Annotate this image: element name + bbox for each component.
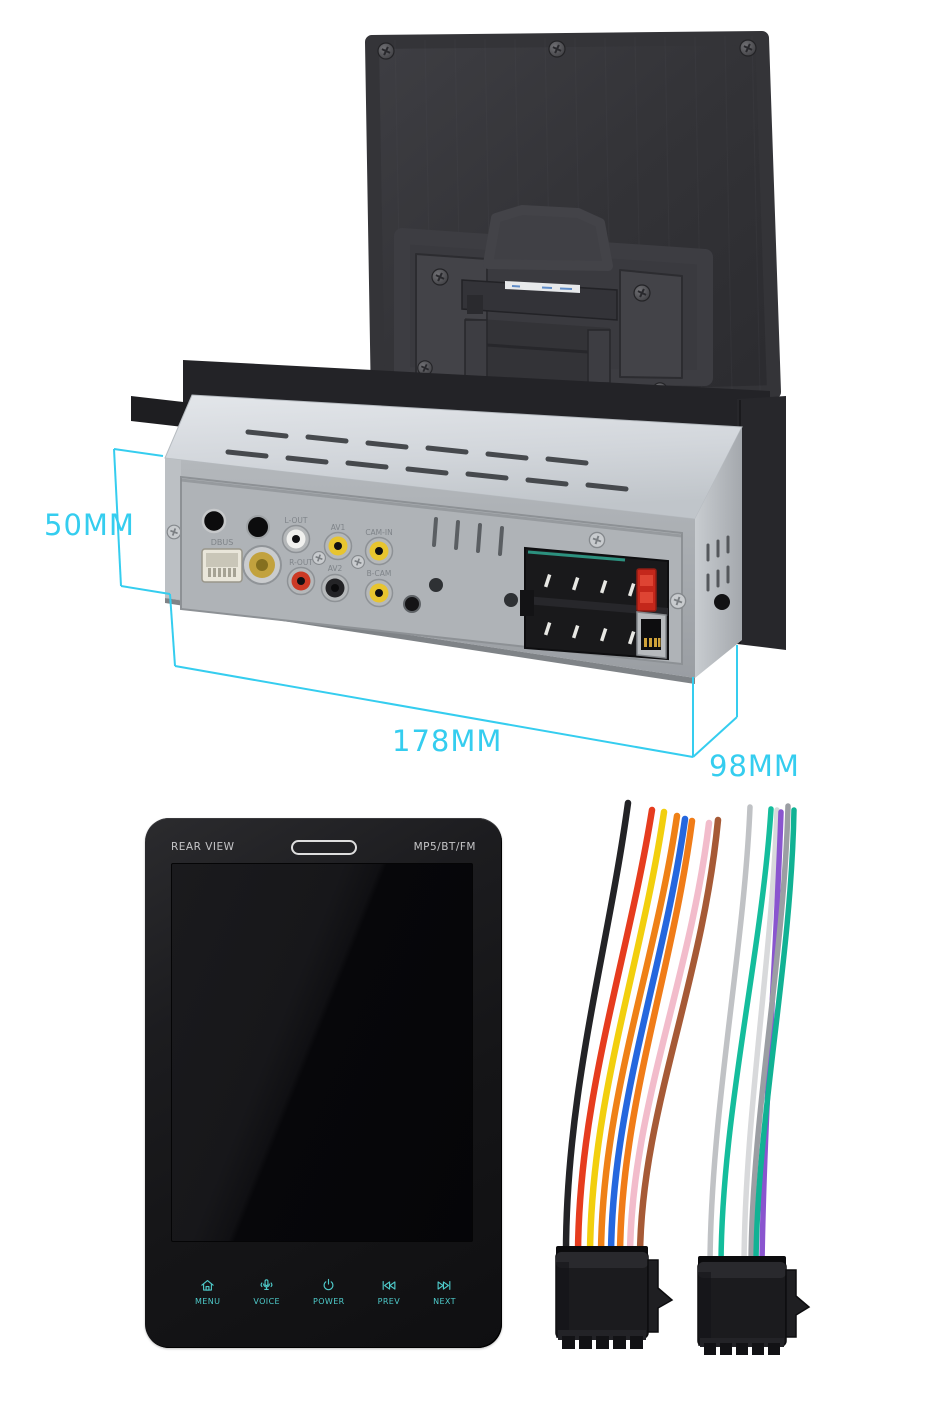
chassis-side-face: [695, 427, 742, 678]
fuse: [636, 568, 657, 612]
rca-jack: [364, 578, 394, 608]
port-label: CAM-IN: [365, 528, 392, 537]
touch-key-label: NEXT: [433, 1297, 456, 1306]
front-display-panel: REAR VIEW MP5/BT/FM MENU VOICE: [145, 818, 502, 1348]
wire: [741, 807, 780, 1267]
rca-jacks: [281, 524, 394, 608]
rca-jack: [286, 566, 316, 596]
speaker-harness-connector: [697, 1256, 811, 1355]
port-label: L-OUT: [285, 516, 308, 525]
round-port: [246, 515, 270, 539]
screw-icon: [548, 40, 566, 58]
connector-latch: [785, 1269, 811, 1338]
dimension-depth-label: 98MM: [709, 749, 800, 783]
wire: [607, 815, 689, 1259]
screw-icon: [633, 284, 651, 302]
speaker-harness: [707, 803, 797, 1267]
panel-hole: [429, 578, 443, 592]
connector-latch: [647, 1259, 674, 1333]
rear-connectors: DBUS L-OUT AV1 CAM-IN R-OUT: [201, 508, 687, 661]
screw-icon: [588, 531, 606, 549]
panel-vents: [432, 517, 504, 556]
dimension-height-label: 50MM: [44, 508, 135, 542]
wire: [562, 799, 632, 1257]
next-track-icon: [437, 1281, 451, 1290]
wire: [574, 806, 656, 1257]
port-label: B-CAM: [367, 569, 392, 578]
rca-labels: L-OUT AV1 CAM-IN R-OUT AV2 B-CAM: [285, 516, 393, 578]
dbus-label: DBUS: [211, 538, 234, 547]
iso-socket: [520, 546, 669, 661]
power-icon: [323, 1278, 334, 1291]
port-label: R-OUT: [289, 558, 313, 567]
touch-key-label: PREV: [377, 1297, 401, 1306]
next-button[interactable]: NEXT: [433, 1277, 456, 1325]
sticker: [505, 281, 580, 293]
prev-button[interactable]: PREV: [378, 1277, 401, 1325]
wire: [718, 806, 774, 1266]
wire: [753, 807, 797, 1267]
socket-stripe: [527, 550, 626, 562]
speaker-slot: [291, 839, 358, 855]
rca-jack: [281, 524, 311, 554]
voice-button[interactable]: VOICE: [253, 1277, 280, 1325]
menu-button[interactable]: MENU: [195, 1277, 220, 1325]
side-hole: [714, 594, 730, 610]
rca-jack: [323, 531, 353, 561]
port-label: AV1: [331, 523, 346, 532]
touch-screen[interactable]: [171, 863, 473, 1242]
wire: [586, 808, 668, 1258]
screw-icon: [739, 39, 757, 57]
wire: [748, 803, 791, 1267]
screw-icon: [311, 550, 327, 566]
dimension-lines: [113, 448, 738, 758]
wire: [636, 816, 722, 1260]
power-harness: [562, 799, 722, 1260]
small-jack: [403, 595, 421, 613]
round-port: [201, 508, 227, 534]
wire: [626, 819, 713, 1260]
port-label: AV2: [328, 564, 343, 573]
dimension-width-label: 178MM: [392, 724, 503, 758]
home-icon: [201, 1279, 214, 1291]
touch-key-label: POWER: [312, 1297, 345, 1306]
prev-track-icon: [382, 1281, 396, 1290]
socket-pins: [543, 574, 636, 645]
rca-jack: [320, 573, 350, 603]
screw-icon: [669, 592, 687, 610]
rca-jack: [364, 536, 394, 566]
dbus-connector: DBUS: [201, 538, 243, 583]
wire: [616, 817, 696, 1259]
voice-mic-icon: [260, 1279, 273, 1290]
power-harness-connector: [555, 1246, 674, 1349]
wire: [707, 804, 753, 1266]
usb-port: [636, 611, 667, 659]
chassis: DBUS L-OUT AV1 CAM-IN R-OUT: [164, 394, 743, 684]
wire: [597, 812, 681, 1258]
panel-hole: [504, 593, 518, 607]
touch-key-label: VOICE: [253, 1297, 281, 1306]
screw-icon: [166, 524, 182, 540]
screw-icon: [431, 268, 449, 286]
touch-key-row: MENU VOICE POWER PRE: [145, 1277, 502, 1325]
antenna-jack: [242, 545, 282, 585]
panel-header: REAR VIEW MP5/BT/FM: [145, 838, 502, 856]
hinge-bracket: [394, 205, 713, 399]
screw-icon: [350, 554, 366, 570]
mode-label: MP5/BT/FM: [413, 841, 476, 853]
screw-icon: [377, 42, 395, 60]
vent-slots-top: [225, 429, 629, 492]
rear-view-label: REAR VIEW: [171, 841, 235, 853]
touch-key-label: MENU: [195, 1297, 221, 1306]
power-button[interactable]: POWER: [313, 1277, 345, 1325]
